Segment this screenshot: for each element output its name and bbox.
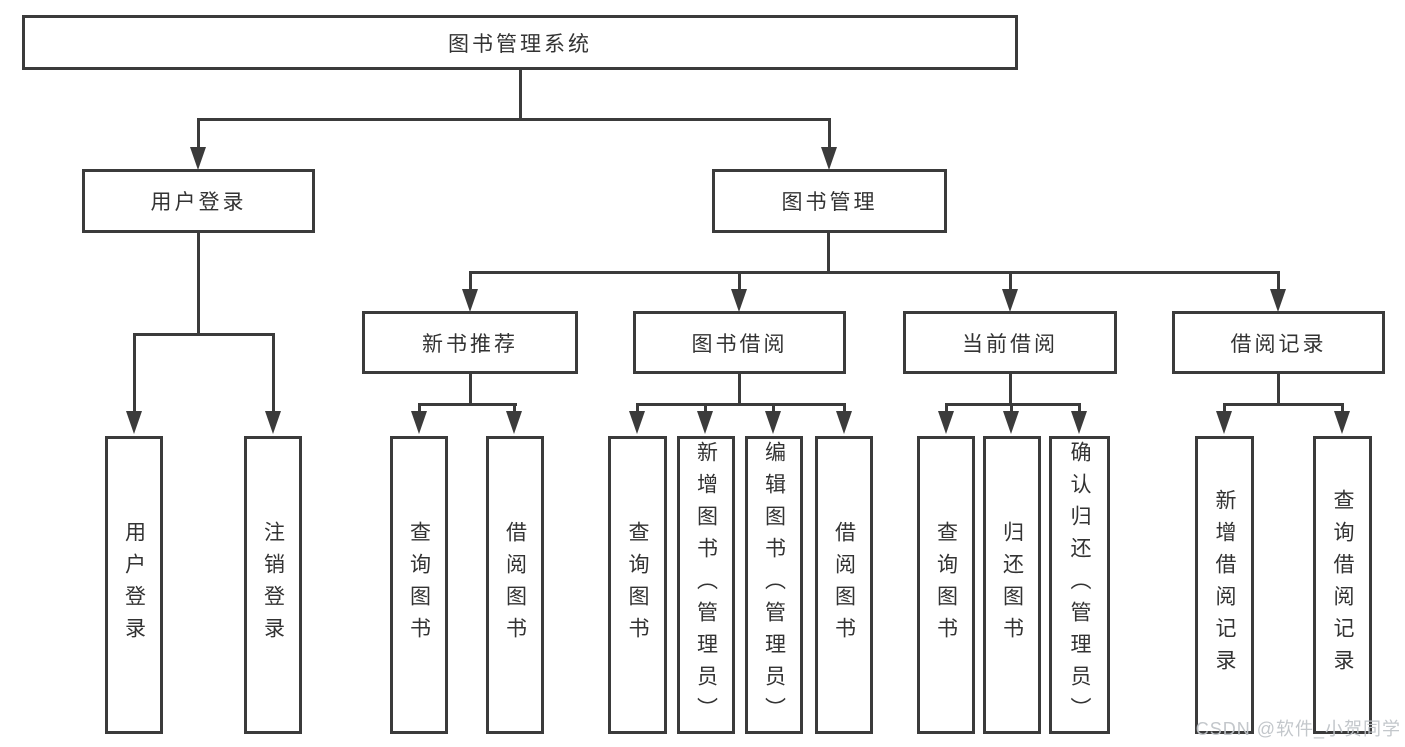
leaf-label: 归还图书 [1000,521,1024,649]
leaf-label: 借阅图书 [503,521,527,649]
arrowhead-icon [190,147,206,170]
node-label: 新书推荐 [422,332,518,356]
node-label: 当前借阅 [962,332,1058,356]
arrowhead-icon [462,289,478,312]
connector-vertical [827,233,830,273]
leaf-label: 新增借阅记录 [1213,489,1236,681]
connector-stem [843,403,846,413]
connector-stem [704,403,707,413]
arrowhead-icon [836,411,852,434]
connector-stem [1277,271,1280,291]
leaf-borrow-books: 借阅图书 [815,436,873,734]
leaf-label: 确认归还（管理员） [1068,441,1091,729]
connector-stem [272,333,275,412]
connector-vertical [1277,374,1280,405]
connector-stem [197,118,200,148]
node-borrowing-records: 借阅记录 [1172,311,1385,374]
arrowhead-icon [629,411,645,434]
arrowhead-icon [265,411,281,434]
connector-stem [1078,403,1081,413]
arrowhead-icon [821,147,837,170]
leaf-add-book-admin: 新增图书（管理员） [677,436,735,734]
arrowhead-icon [1002,289,1018,312]
leaf-user-login: 用户登录 [105,436,163,734]
node-new-book-recommendation: 新书推荐 [362,311,578,374]
watermark: CSDN @软件_小贺同学 [1195,719,1401,739]
connector-stem [828,118,831,148]
leaf-add-borrow-record: 新增借阅记录 [1195,436,1254,734]
arrowhead-icon [1334,411,1350,434]
leaf-return-books: 归还图书 [983,436,1041,734]
connector-stem [469,271,472,291]
node-current-borrowing: 当前借阅 [903,311,1117,374]
connector-horizontal [1223,403,1344,406]
leaf-query-borrow-record: 查询借阅记录 [1313,436,1372,734]
connector-vertical [469,374,472,405]
connector-stem [418,403,421,413]
connector-vertical [1009,374,1012,405]
node-label: 图书借阅 [691,332,788,356]
leaf-query-books-recommend: 查询图书 [390,436,448,734]
leaf-query-books-borrowing: 查询图书 [608,436,667,734]
arrowhead-icon [1003,411,1019,434]
connector-vertical [738,374,741,405]
node-label: 图书管理 [781,191,878,214]
connector-stem [1009,271,1012,291]
arrowhead-icon [1216,411,1232,434]
connector-horizontal [133,333,275,336]
arrowhead-icon [697,411,713,434]
node-label: 用户登录 [150,191,247,214]
arrowhead-icon [731,289,747,312]
leaf-confirm-return-admin: 确认归还（管理员） [1049,436,1110,734]
connector-root-vertical [519,67,522,120]
connector-stem [133,333,136,412]
connector-stem [636,403,639,413]
arrowhead-icon [1270,289,1286,312]
connector-stem [1223,403,1226,413]
arrowhead-icon [411,411,427,434]
leaf-label: 借阅图书 [832,521,856,649]
node-label: 借阅记录 [1230,332,1327,356]
arrowhead-icon [506,411,522,434]
arrowhead-icon [765,411,781,434]
node-book-management: 图书管理 [712,169,947,233]
leaf-label: 编辑图书（管理员） [762,441,786,729]
leaf-label: 注销登录 [261,521,285,649]
leaf-label: 用户登录 [122,521,146,649]
arrowhead-icon [938,411,954,434]
node-user-login-branch: 用户登录 [82,169,315,233]
leaf-label: 查询图书 [407,521,431,649]
connector-stem [945,403,948,413]
arrowhead-icon [1071,411,1087,434]
leaf-borrow-books-recommend: 借阅图书 [486,436,544,734]
connector-stem [1341,403,1344,413]
connector-horizontal [636,403,846,406]
arrowhead-icon [126,411,142,434]
node-book-borrowing: 图书借阅 [633,311,846,374]
connector-vertical [197,233,200,335]
leaf-logout: 注销登录 [244,436,302,734]
connector-level2-horizontal [197,118,831,121]
node-library-management-system: 图书管理系统 [22,15,1018,70]
connector-stem [1010,403,1013,413]
leaf-label: 查询图书 [934,521,958,649]
leaf-edit-book-admin: 编辑图书（管理员） [745,436,803,734]
connector-stem [772,403,775,413]
connector-level3-horizontal [469,271,1280,274]
connector-horizontal [418,403,517,406]
connector-horizontal [945,403,1081,406]
node-label: 图书管理系统 [448,32,592,56]
leaf-query-books-current: 查询图书 [917,436,975,734]
connector-stem [738,271,741,291]
connector-stem [513,403,516,413]
leaf-label: 查询图书 [626,521,649,649]
leaf-label: 新增图书（管理员） [694,441,718,729]
leaf-label: 查询借阅记录 [1331,489,1354,681]
